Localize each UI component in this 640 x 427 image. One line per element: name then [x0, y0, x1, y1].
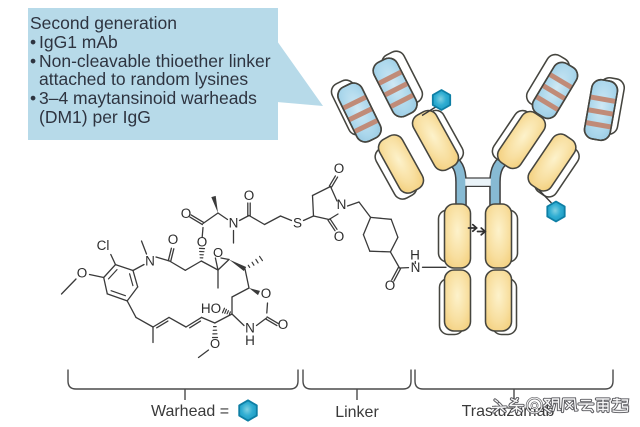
svg-text:O: O — [210, 336, 220, 351]
svg-text:O: O — [213, 245, 223, 260]
svg-text:HO: HO — [201, 301, 221, 316]
svg-text:O: O — [168, 232, 179, 247]
svg-text:O: O — [244, 188, 255, 203]
svg-text:O: O — [77, 266, 88, 281]
svg-text:O: O — [261, 286, 272, 301]
svg-text:N: N — [229, 216, 239, 231]
svg-text:H: H — [410, 248, 420, 263]
svg-text:N: N — [337, 197, 347, 212]
svg-text:O: O — [334, 229, 345, 244]
svg-text:Linker: Linker — [335, 404, 379, 421]
svg-text:O: O — [197, 235, 208, 250]
svg-text:Warhead =: Warhead = — [151, 403, 229, 420]
svg-text:N: N — [411, 260, 421, 275]
svg-text:N: N — [145, 254, 155, 269]
svg-text:O: O — [385, 278, 396, 293]
svg-text:O: O — [181, 206, 192, 221]
svg-text:Cl: Cl — [97, 238, 110, 253]
svg-text:O: O — [278, 317, 289, 332]
svg-text:S: S — [293, 216, 302, 231]
svg-text:H: H — [245, 333, 255, 348]
svg-text:N: N — [245, 321, 255, 336]
svg-text:O: O — [334, 161, 345, 176]
